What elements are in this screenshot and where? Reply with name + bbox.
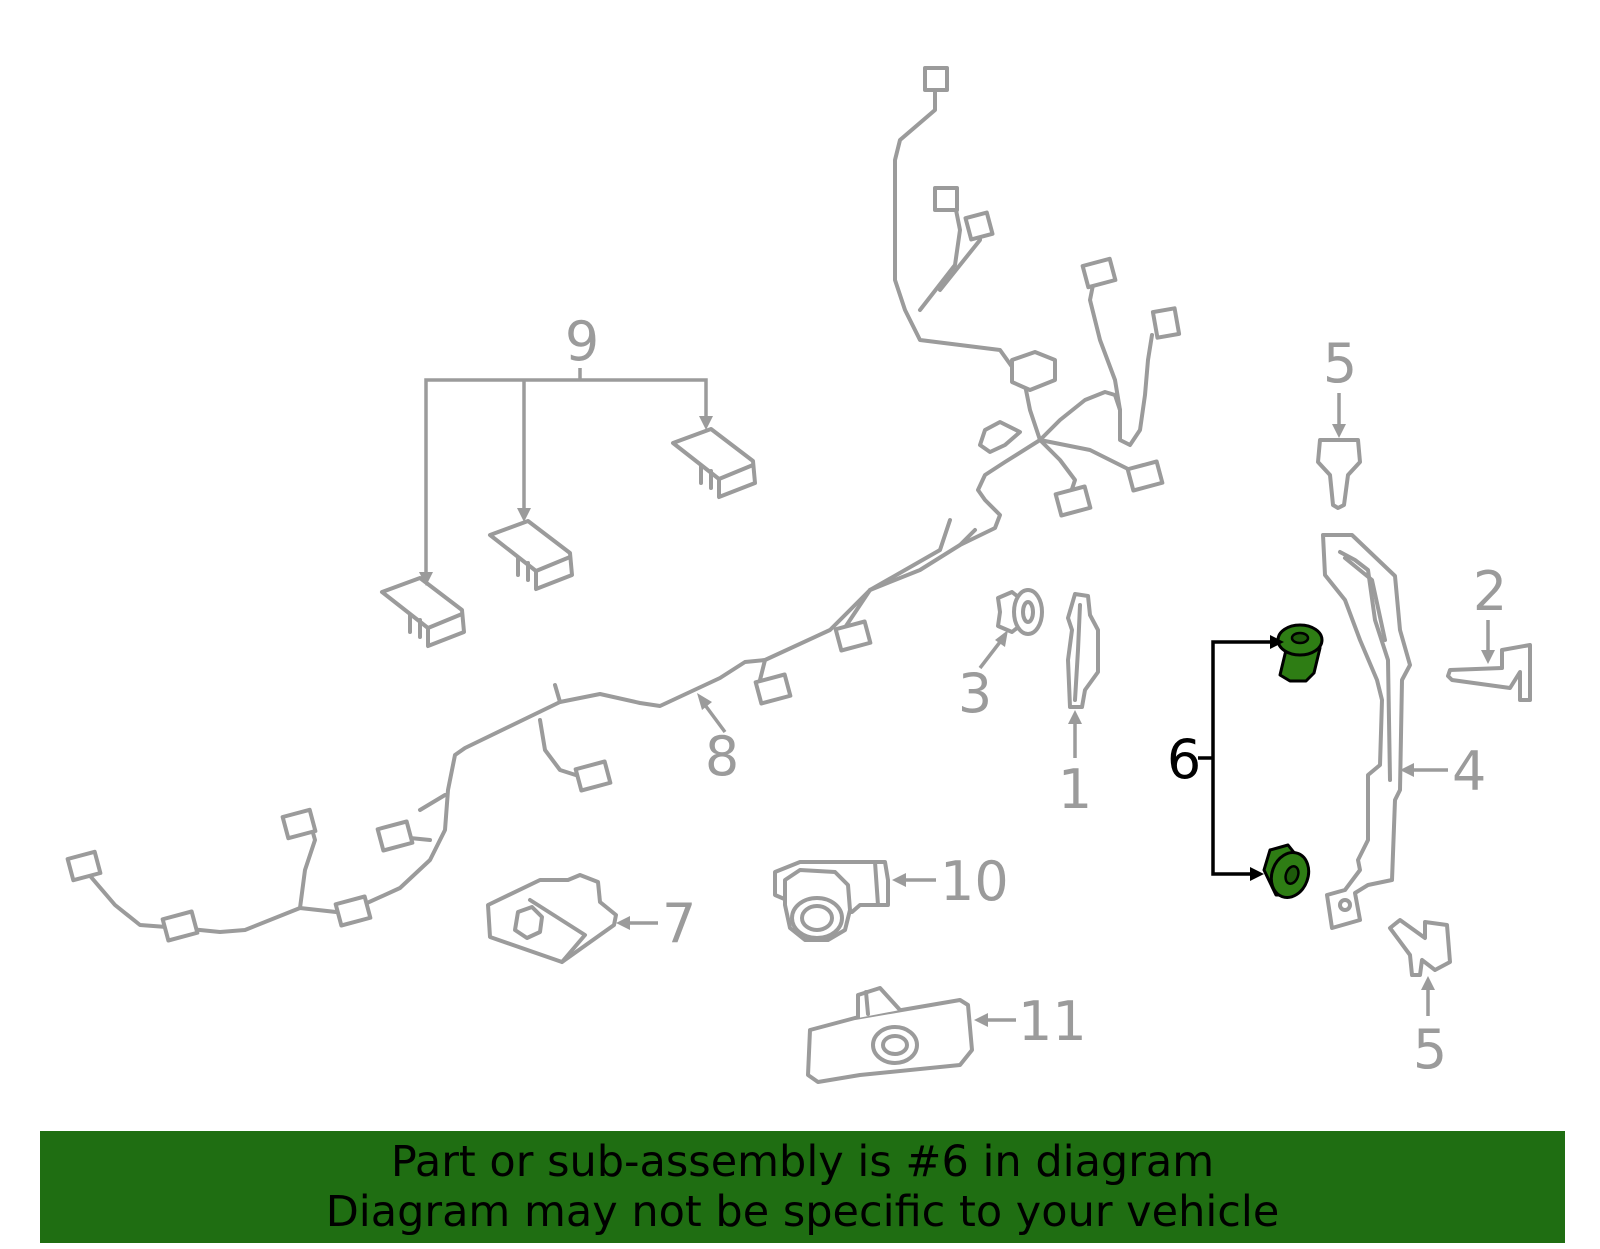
notice-banner: Part or sub-assembly is #6 in diagram Di… [40,1131,1565,1243]
callout-1: 1 [1058,758,1092,821]
callout-5-bottom: 5 [1413,1018,1447,1081]
sensor-bezel-part-11 [806,986,974,1084]
callout-9-group: 9 [419,310,713,586]
callout-3: 3 [958,662,992,725]
notice-line-disclaimer: Diagram may not be specific to your vehi… [325,1187,1280,1237]
parking-sensor-part-10 [773,860,890,942]
callout-5-top: 5 [1323,332,1357,395]
callout-6: 6 [1167,728,1201,791]
callout-10: 10 [940,850,1009,913]
retainer-part-1 [1066,592,1100,709]
callout-7-group: 7 [616,892,696,955]
callout-4-group: 4 [1400,740,1486,803]
callout-11-group: 11 [974,990,1087,1053]
callout-4: 4 [1452,740,1486,803]
nut-part-6-top [1276,623,1324,683]
callout-11: 11 [1018,990,1087,1053]
callout-5-top-group: 5 [1323,332,1357,438]
bracket-part-9 [380,427,757,648]
bumper-bracket-part-4 [1321,533,1412,930]
push-pin-part-5-bottom [1388,918,1452,977]
callout-8-group: 8 [697,693,739,788]
push-pin-part-5-top [1316,438,1362,510]
callout-9: 9 [565,310,599,373]
nut-part-6-bottom [1262,843,1311,899]
callout-7: 7 [662,892,696,955]
sensor-housing-part-7 [486,873,618,964]
bolt-part-2 [1446,643,1532,702]
wiring-harness-part-8 [65,66,1182,943]
callout-2-group: 2 [1473,560,1507,664]
callout-8: 8 [705,725,739,788]
callout-5-bottom-group: 5 [1413,976,1447,1081]
callout-10-group: 10 [892,850,1009,913]
callout-2: 2 [1473,560,1507,623]
grommet-part-3 [996,588,1044,636]
callout-6-group: 6 [1167,635,1284,881]
notice-line-part: Part or sub-assembly is #6 in diagram [390,1137,1215,1187]
callout-3-group: 3 [958,630,1008,725]
callout-1-group: 1 [1058,710,1092,821]
